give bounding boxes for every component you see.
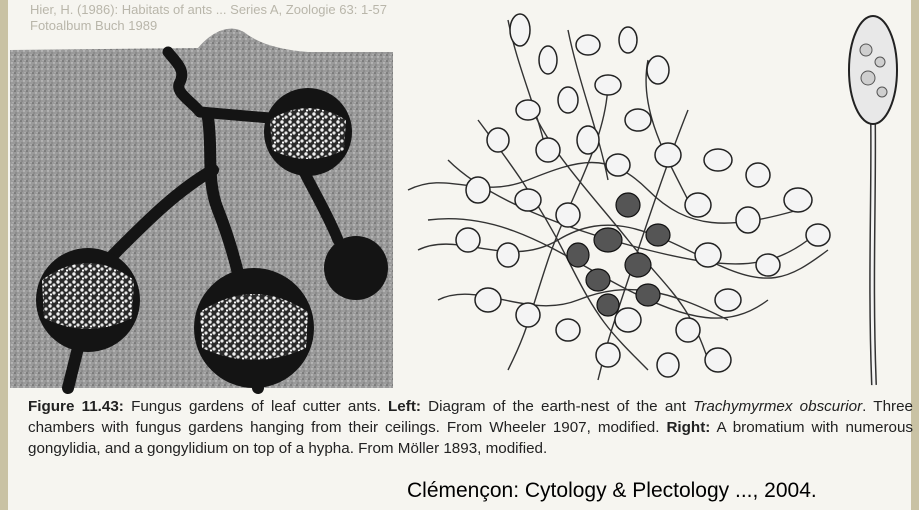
- fungus-chamber-left: [36, 248, 140, 352]
- gongylidium-dense-core: [567, 193, 670, 316]
- left-label: Left:: [388, 398, 421, 415]
- earth-nest-diagram: [10, 29, 393, 388]
- gongylidia: [456, 14, 830, 377]
- caption-intro: Fungus gardens of leaf cutter ants.: [124, 398, 388, 415]
- right-label: Right:: [666, 419, 710, 436]
- source-credit: Clémençon: Cytology & Plectology ..., 20…: [405, 479, 819, 503]
- empty-chamber: [324, 236, 388, 300]
- caption-left-text: Diagram of the earth-nest of the ant: [421, 398, 693, 415]
- species-name: Trachymyrmex obscurior: [693, 398, 862, 415]
- single-gongylidium-on-hypha: [849, 16, 897, 385]
- fungus-chamber-bottom: [194, 268, 314, 388]
- fungus-chamber-top: [264, 88, 352, 176]
- scanned-page: Hier, H. (1986): Habitats of ants ... Se…: [8, 0, 911, 510]
- figure-label: Figure 11.43:: [28, 398, 124, 415]
- figure-caption: Figure 11.43: Fungus gardens of leaf cut…: [28, 396, 913, 459]
- figure-illustration: [8, 0, 911, 395]
